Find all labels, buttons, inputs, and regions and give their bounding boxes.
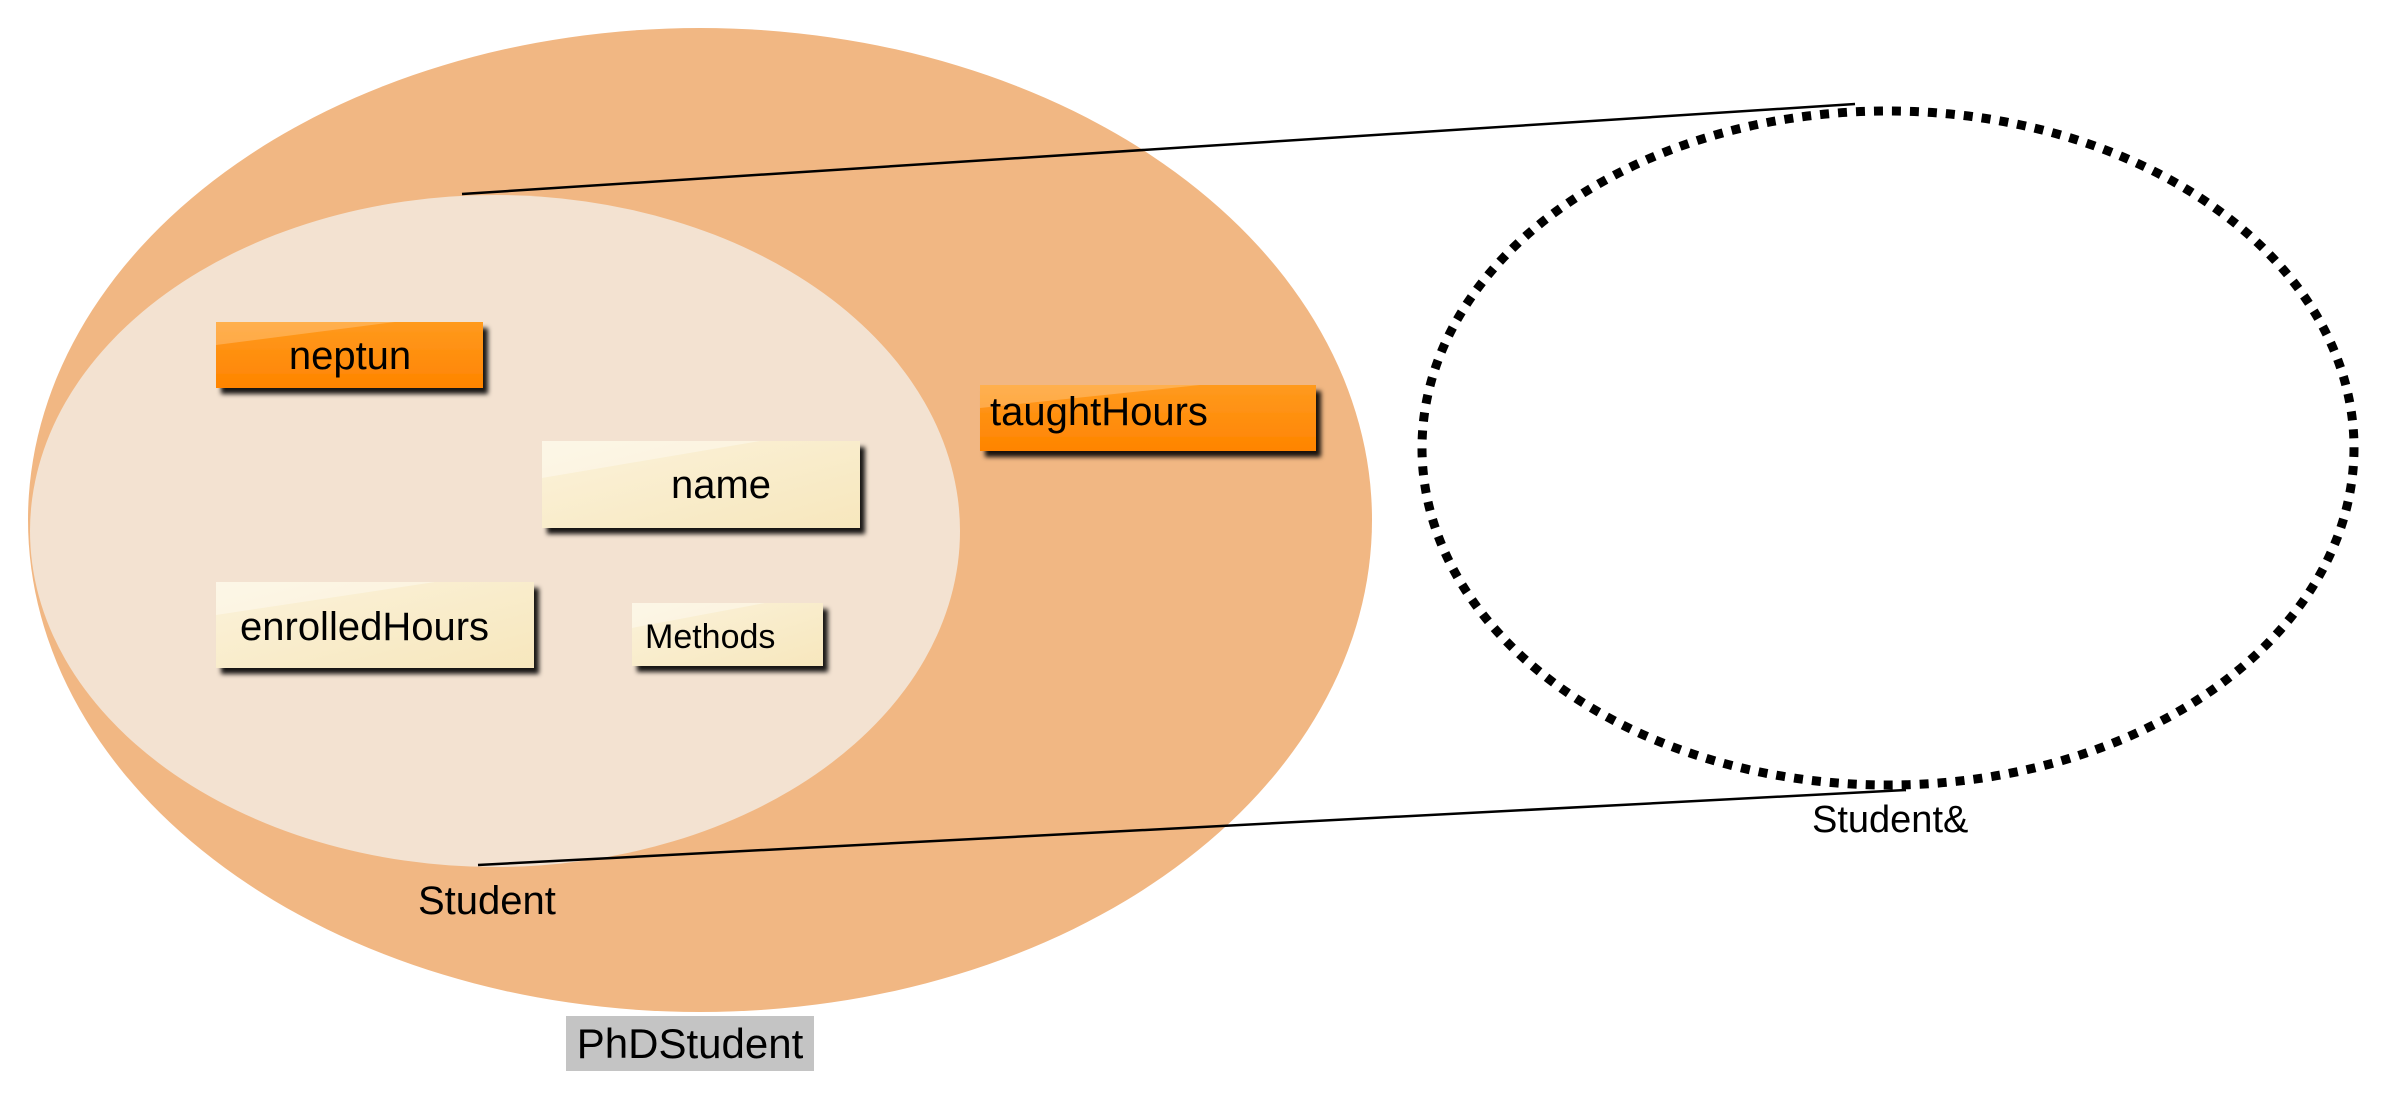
field-enrolledhours-label: enrolledHours	[240, 605, 489, 649]
field-methods-label: Methods	[645, 618, 775, 656]
phdstudent-class-label-group: PhDStudent	[566, 1016, 814, 1071]
field-methods: Methods	[632, 603, 823, 666]
student-reference-label: Student&	[1812, 799, 1968, 841]
field-taughthours: taughtHours	[980, 385, 1316, 451]
student-class-label: Student	[418, 879, 556, 923]
field-neptun: neptun	[216, 322, 483, 388]
field-taughthours-label: taughtHours	[990, 390, 1208, 434]
student-ellipse	[30, 195, 960, 867]
phdstudent-label-background	[566, 1016, 814, 1071]
field-neptun-label: neptun	[289, 334, 411, 378]
top-connector-line	[461, 102, 1856, 196]
student-reference-ellipse	[1417, 106, 2359, 790]
phdstudent-class-label: PhDStudent	[577, 1020, 804, 1067]
field-name-label: name	[671, 463, 771, 507]
field-name: name	[542, 441, 860, 528]
field-enrolledhours: enrolledHours	[216, 582, 534, 668]
bottom-connector-line	[477, 788, 1907, 867]
